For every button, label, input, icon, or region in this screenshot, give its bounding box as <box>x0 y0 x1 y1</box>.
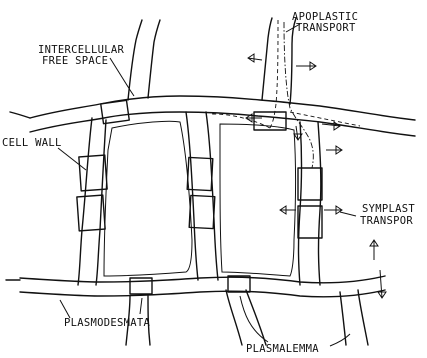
labels: INTERCELLULAR FREE SPACE APOPLASTIC TRAN… <box>2 11 415 355</box>
pd-block-top-1 <box>101 100 130 123</box>
label-apoplastic-2: TRANSPORT <box>296 22 356 34</box>
plasmodesmata-blocks <box>77 100 322 294</box>
wall-bottom-inner <box>20 290 385 297</box>
leader-cell-wall <box>58 148 86 170</box>
arrow-sym-left <box>280 206 296 214</box>
label-intercellular-2: FREE SPACE <box>42 55 108 67</box>
apoplastic-paths <box>212 20 360 168</box>
label-symplast-2: TRANSPOR <box>360 215 413 227</box>
arrow-apo-right-3 <box>326 146 342 154</box>
pd-block-bottom-2 <box>228 276 250 292</box>
label-plasmodesmata: PLASMODESMATA <box>64 317 150 329</box>
arrow-apo-right <box>296 62 316 70</box>
transport-arrows <box>246 54 386 298</box>
wall-stalk-left <box>262 18 272 100</box>
label-plasmalemma: PLASMALEMMA <box>246 343 319 355</box>
apoplast-path-2 <box>284 22 313 168</box>
wall-right-outer <box>299 122 302 285</box>
arrow-sym-right <box>324 206 342 214</box>
wall-stalk-lower-5 <box>340 292 346 345</box>
arrow-vert-up <box>370 240 378 260</box>
arrow-vert-down <box>378 270 386 298</box>
wall-bottom-outer <box>20 276 385 283</box>
plasmalemma-lines <box>104 121 296 276</box>
wall-stalk-lower-4 <box>246 290 266 345</box>
wall-stalk-upper-left <box>128 20 142 100</box>
leader-plasmalemma <box>240 296 268 342</box>
leader-plasmodesmata-2 <box>140 298 142 314</box>
wall-stub-left-top <box>10 112 30 118</box>
leader-plasmalemma-2 <box>330 334 350 346</box>
wall-stalk-lower-6 <box>358 290 368 345</box>
arrow-apo-left <box>248 54 262 62</box>
label-symplast-1: SYMPLAST <box>362 203 415 215</box>
wall-left-outer <box>78 118 92 285</box>
cell-walls <box>6 18 415 345</box>
wall-stalk-upper-left-2 <box>148 20 160 98</box>
label-cell-wall: CELL WALL <box>2 137 62 149</box>
leader-symplast <box>340 212 356 216</box>
wall-stalk-lower-3 <box>226 290 242 345</box>
wall-right-inner <box>318 122 321 285</box>
leader-plasmodesmata-1 <box>60 300 70 318</box>
wall-top-outer <box>30 96 415 120</box>
cell-right-membrane <box>220 124 296 276</box>
cell-left-membrane <box>104 121 192 276</box>
